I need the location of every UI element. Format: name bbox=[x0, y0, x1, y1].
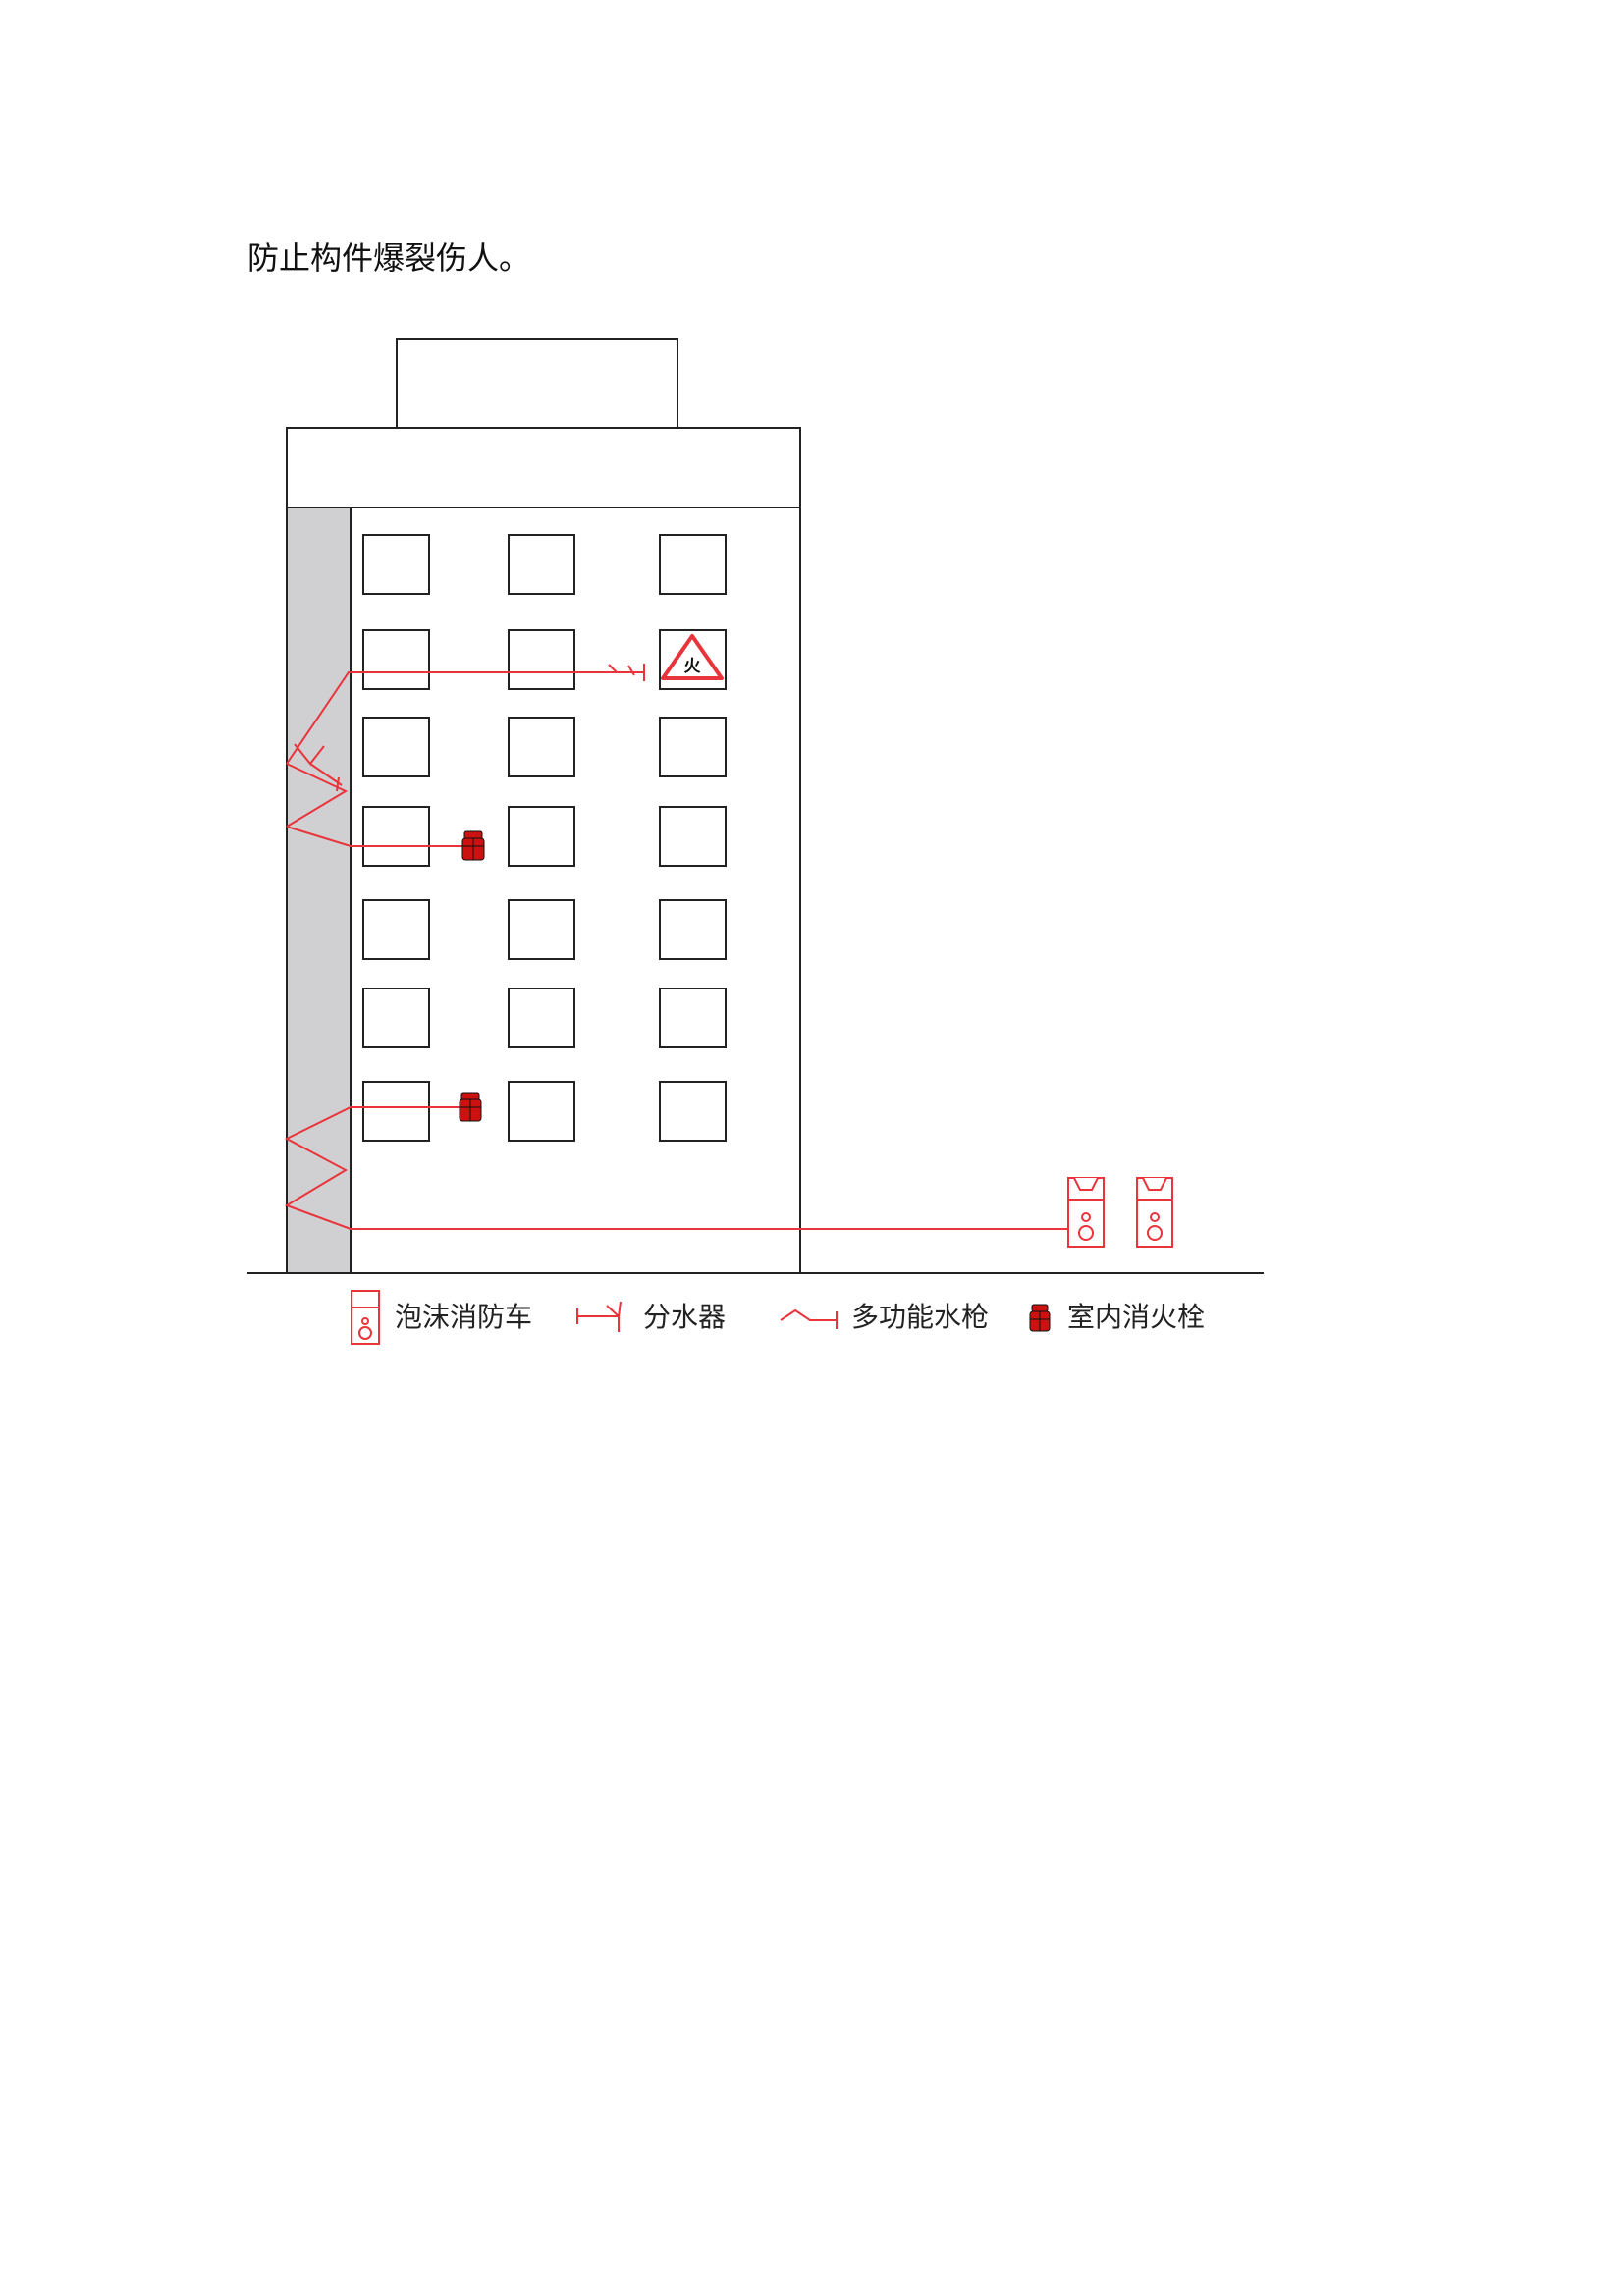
window bbox=[508, 899, 575, 960]
fire-label: 火 bbox=[684, 657, 702, 676]
window bbox=[362, 988, 430, 1048]
hose-lines bbox=[284, 664, 1068, 1230]
window bbox=[659, 806, 727, 867]
window bbox=[659, 534, 727, 595]
hose-to-upper-hydrant bbox=[286, 826, 463, 847]
hose-middle-zigzag bbox=[286, 763, 349, 828]
window bbox=[362, 899, 430, 960]
multi-nozzle-icon bbox=[608, 664, 645, 681]
window bbox=[659, 988, 727, 1048]
window bbox=[508, 988, 575, 1048]
foam-truck-icon bbox=[1136, 1177, 1173, 1248]
window bbox=[508, 717, 575, 777]
legend-water-divider-label: 分水器 bbox=[643, 1301, 726, 1333]
window bbox=[508, 806, 575, 867]
window bbox=[508, 1081, 575, 1142]
indoor-hydrant-icon bbox=[459, 1092, 482, 1122]
indoor-hydrant-icon bbox=[461, 830, 485, 861]
building-body bbox=[286, 507, 801, 1274]
legend-foam-truck-label: 泡沫消防车 bbox=[395, 1301, 532, 1333]
window bbox=[659, 717, 727, 777]
window bbox=[362, 629, 430, 690]
water-divider-icon bbox=[294, 743, 343, 792]
window bbox=[362, 1081, 430, 1142]
window bbox=[659, 899, 727, 960]
window bbox=[508, 629, 575, 690]
legend-multi-nozzle-icon bbox=[780, 1308, 838, 1329]
stair-core bbox=[286, 507, 352, 1274]
window bbox=[362, 806, 430, 867]
hose-upper bbox=[286, 671, 644, 765]
legend-water-divider-icon bbox=[576, 1301, 622, 1332]
legend: 泡沫消防车 分水器 多功能水枪 室内消火栓 bbox=[351, 1290, 1205, 1345]
window bbox=[508, 534, 575, 595]
legend-indoor-hydrant-icon bbox=[1029, 1304, 1051, 1332]
foam-truck-icon bbox=[1067, 1177, 1105, 1248]
legend-foam-truck-icon bbox=[351, 1290, 380, 1345]
top-floor-band bbox=[286, 427, 801, 508]
building bbox=[247, 338, 1264, 1274]
window bbox=[659, 1081, 727, 1142]
window bbox=[362, 717, 430, 777]
legend-multi-nozzle-label: 多功能水枪 bbox=[851, 1301, 989, 1333]
fire-warning-icon: 火 bbox=[661, 634, 724, 680]
roof-structure bbox=[396, 338, 678, 429]
window bbox=[362, 534, 430, 595]
legend-indoor-hydrant-label: 室内消火栓 bbox=[1067, 1301, 1205, 1333]
windows bbox=[362, 534, 727, 1142]
intro-text: 防止构件爆裂伤人。 bbox=[247, 240, 531, 277]
